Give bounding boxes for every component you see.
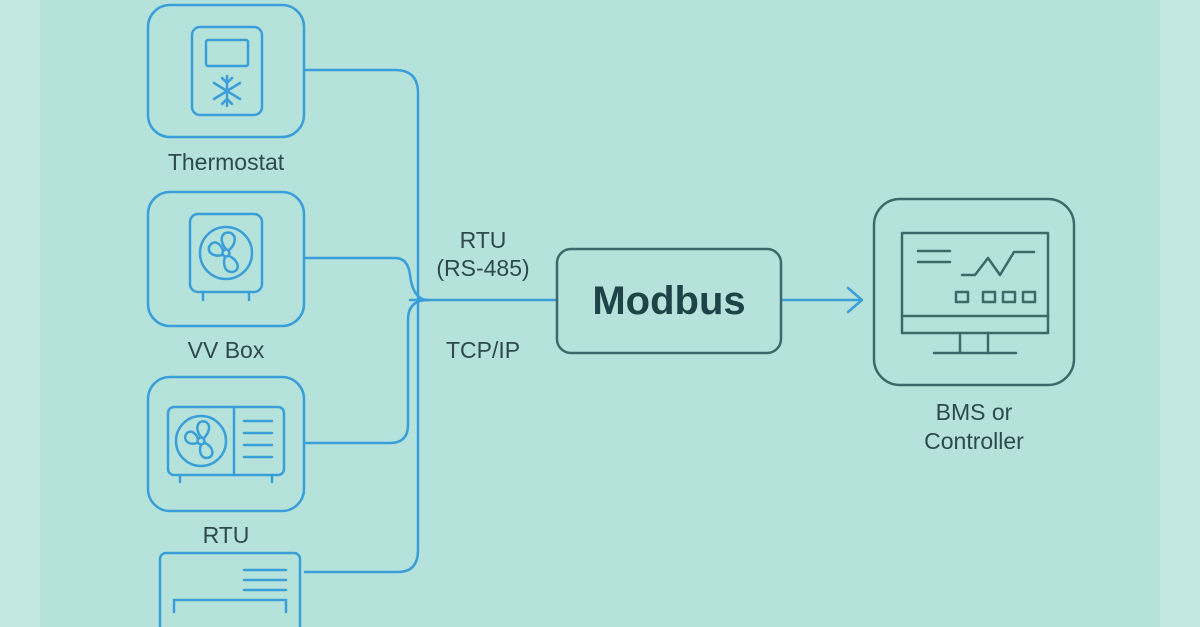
controller-box bbox=[872, 197, 1076, 387]
left-margin-band bbox=[0, 0, 40, 627]
device-label-thermostat: Thermostat bbox=[167, 149, 285, 175]
thermostat-icon bbox=[190, 25, 264, 117]
thermostat-box bbox=[146, 3, 306, 139]
controller-label-line1: BMS or bbox=[935, 399, 1013, 425]
device-label-rtu: RTU bbox=[202, 522, 250, 548]
vvbox-connector bbox=[303, 256, 430, 302]
arrow-head-icon bbox=[846, 286, 864, 314]
wallunit-connector bbox=[303, 298, 420, 574]
connection-label-rtu: RTU bbox=[459, 227, 507, 253]
rtu-connector bbox=[303, 298, 430, 445]
connection-label-tcpip: TCP/IP bbox=[445, 337, 521, 363]
right-margin-band bbox=[1160, 0, 1200, 627]
thermostat-connector bbox=[303, 68, 420, 302]
connection-label-rs485: (RS-485) bbox=[436, 255, 530, 281]
controller-label-line2: Controller bbox=[924, 428, 1024, 454]
vvbox-box bbox=[146, 190, 306, 328]
device-label-vvbox: VV Box bbox=[187, 337, 265, 363]
fan-icon bbox=[188, 212, 264, 302]
connector-lines bbox=[303, 68, 864, 574]
modbus-hub-label: Modbus bbox=[592, 278, 746, 323]
modbus-hub-box bbox=[555, 247, 783, 355]
monitor-icon bbox=[900, 231, 1050, 355]
wall-unit-icon bbox=[158, 551, 302, 627]
rtu-box bbox=[146, 375, 306, 513]
rooftop-unit-icon bbox=[166, 405, 286, 484]
